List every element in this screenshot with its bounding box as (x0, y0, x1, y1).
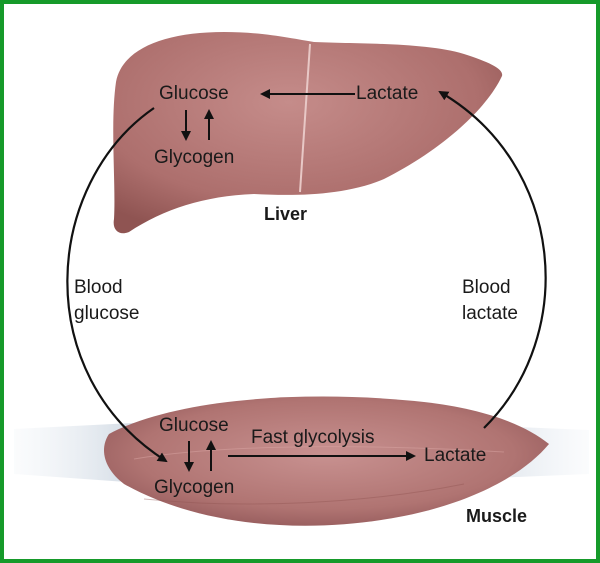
liver-title: Liver (264, 204, 308, 224)
blood-glucose-line2: glucose (74, 303, 140, 324)
liver-glucose-label: Glucose (159, 83, 229, 104)
muscle-shape (104, 396, 549, 526)
liver-lactate-label: Lactate (356, 83, 419, 104)
blood-lactate-line1: Blood (462, 277, 511, 298)
liver-glycogen-label: Glycogen (154, 147, 235, 168)
muscle-title: Muscle (466, 506, 528, 526)
liver-shape (113, 32, 503, 234)
muscle-glycogen-label: Glycogen (154, 477, 235, 498)
blood-glucose-line1: Blood (74, 277, 123, 298)
arrow-blood-glucose (66, 107, 168, 463)
cori-cycle-diagram (14, 32, 589, 526)
muscle-glucose-label: Glucose (159, 415, 229, 436)
muscle-lactate-label: Lactate (424, 445, 487, 466)
blood-lactate-line2: lactate (462, 303, 518, 324)
arrow-blood-lactate (438, 90, 547, 429)
fast-glycolysis-label: Fast glycolysis (251, 427, 375, 448)
